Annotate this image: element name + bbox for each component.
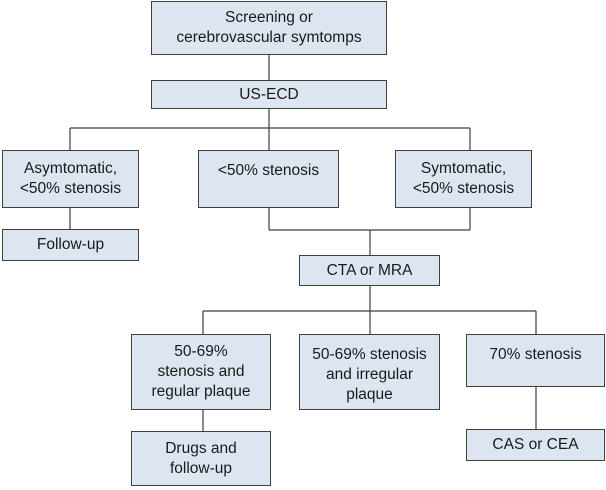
node-follow-up: Follow-up xyxy=(2,229,139,261)
node-asymptomatic: Asymtomatic,<50% stenosis xyxy=(2,150,139,208)
node-lt50-stenosis: <50% stenosis xyxy=(198,150,339,208)
node-cta-or-mra: CTA or MRA xyxy=(299,255,440,286)
node-us-ecd: US-ECD xyxy=(151,80,387,109)
node-symptomatic: Symtomatic,<50% stenosis xyxy=(395,150,532,208)
node-cas-or-cea: CAS or CEA xyxy=(466,429,605,461)
node-seventy-stenosis: 70% stenosis xyxy=(466,334,605,387)
